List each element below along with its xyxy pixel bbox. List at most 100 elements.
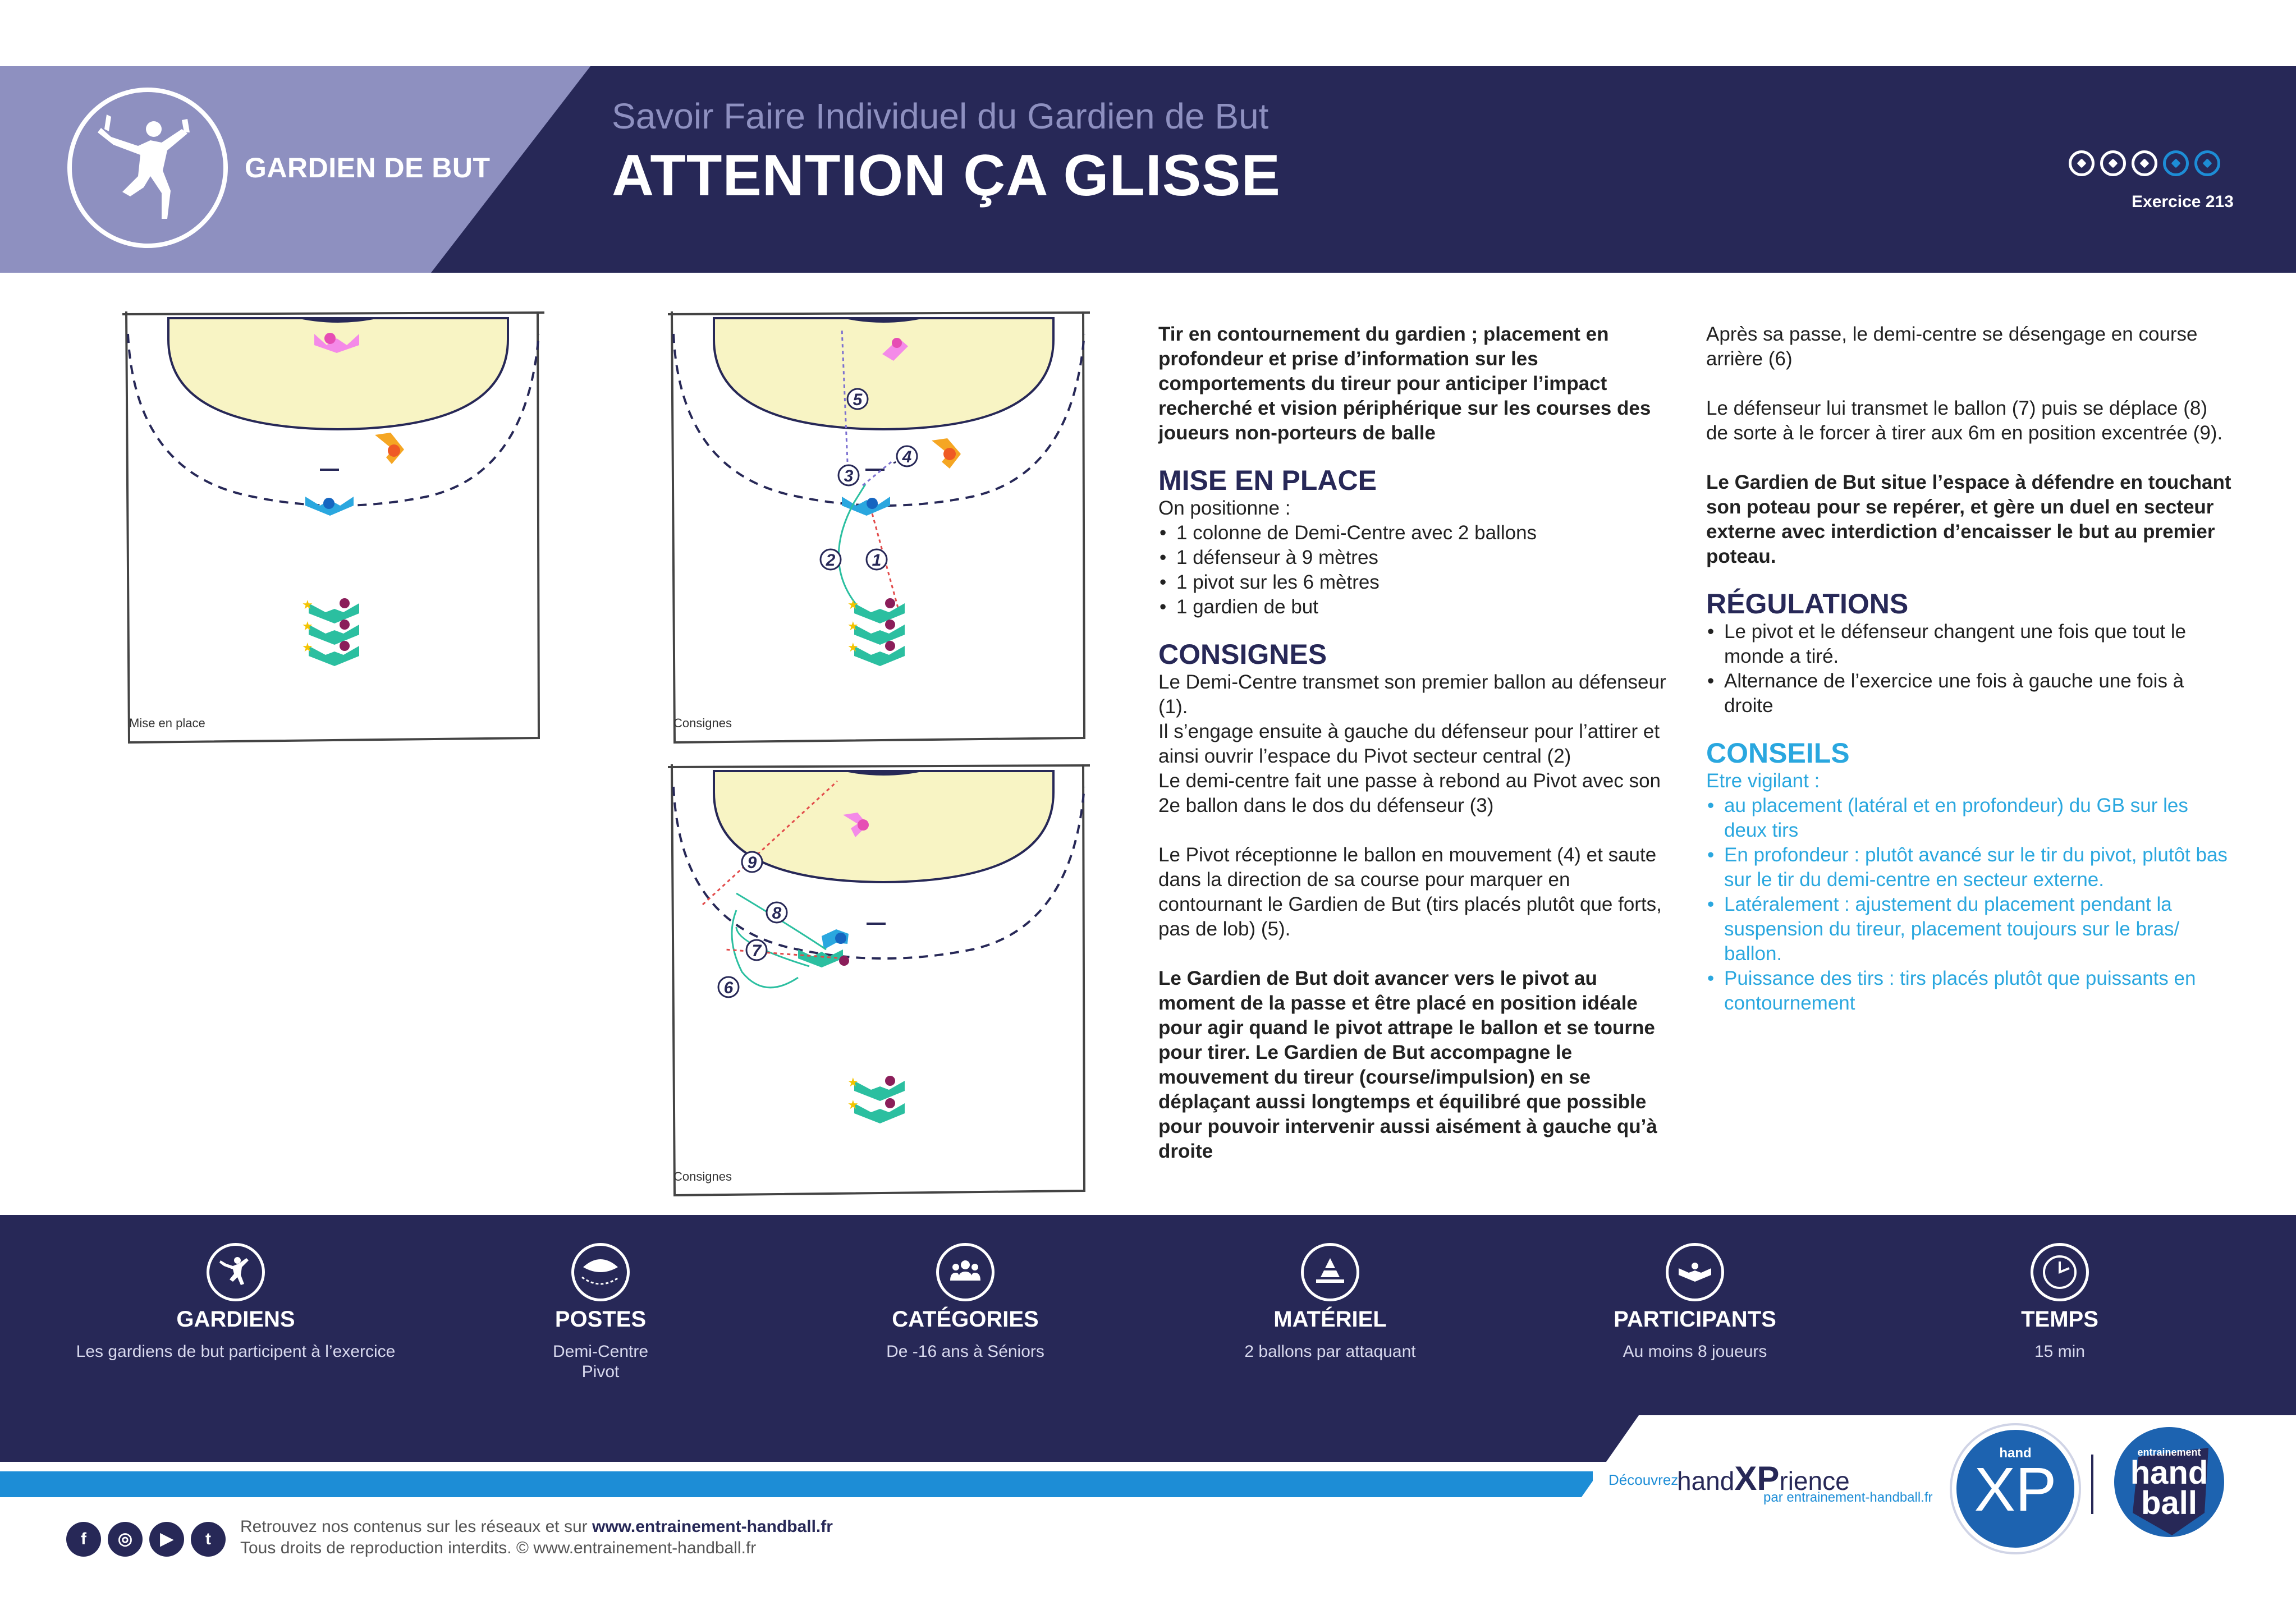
step-label: 3 (844, 467, 854, 485)
svg-text:★: ★ (847, 1075, 859, 1089)
intro-text: Tir en contournement du gardien ; placem… (1158, 323, 1651, 444)
exercise-number: Exercice 213 (2132, 192, 2234, 211)
info-text: 15 min (2034, 1342, 2086, 1361)
attacker-column: ★★★ (847, 598, 905, 666)
svg-text:★: ★ (847, 598, 859, 612)
diagram-label: Consignes (673, 716, 732, 730)
cone-icon (1301, 1243, 1359, 1301)
step-label: 6 (724, 979, 734, 997)
footer-text-part: Retrouvez nos contenus sur les réseaux e… (240, 1517, 592, 1536)
list-item: Alternance de l’exercice une fois à gauc… (1706, 669, 2234, 718)
pivot-marker (932, 438, 961, 469)
consignes-text: Il s’engage ensuite à gauche du défenseu… (1158, 721, 1660, 767)
conseils-title: CONSEILS (1706, 737, 1850, 769)
pivot-marker (375, 433, 404, 464)
header-banner: GARDIEN DE BUT Savoir Faire Individuel d… (0, 66, 2296, 273)
info-title: CATÉGORIES (892, 1307, 1039, 1332)
list-item: En profondeur : plutôt avancé sur le tir… (1706, 843, 2234, 892)
conseils-lead: Etre vigilant : (1706, 770, 1820, 792)
xp-badge-logo[interactable]: hand XP (1952, 1425, 2079, 1552)
step-label: 7 (752, 942, 762, 960)
entrainement-handball-logo[interactable]: entrainement hand ball (2110, 1423, 2228, 1541)
goalkeeper-marker (882, 338, 908, 361)
svg-text:★: ★ (847, 619, 859, 633)
brand-part: rience (1779, 1466, 1850, 1495)
attacker-column: ★★★ (302, 598, 359, 666)
brand-part: XP (1734, 1460, 1780, 1497)
level-ball-icon (2194, 150, 2220, 176)
clock-icon (2031, 1243, 2089, 1301)
mise-en-place-list: 1 colonne de Demi-Centre avec 2 ballons … (1158, 521, 1675, 620)
content-column-side: Après sa passe, le demi-centre se déseng… (1706, 322, 2234, 1016)
eh-mid: hand (2130, 1455, 2208, 1491)
handxp-logo[interactable]: handXPrience (1677, 1459, 1850, 1498)
list-item: au placement (latéral et en profondeur) … (1706, 793, 2234, 843)
consignes-text: Le demi-centre fait une passe à rebond a… (1158, 770, 1661, 816)
step-label: 4 (902, 448, 912, 466)
level-ball-icon (2100, 150, 2126, 176)
diagram-mise-en-place: ★★★ (122, 311, 545, 744)
accent-strip (0, 1471, 1593, 1497)
info-title: TEMPS (2021, 1307, 2098, 1332)
mise-en-place-title: MISE EN PLACE (1158, 465, 1377, 496)
promo-by: par entrainement-handball.fr (1763, 1490, 1933, 1505)
diagram-consignes-1: 1 2 3 4 5 ★★★ (667, 311, 1090, 744)
xp-badge-big: XP (1974, 1455, 2057, 1524)
consignes-text: Le Gardien de But situe l’espace à défen… (1706, 471, 2231, 567)
step-label: 5 (853, 391, 863, 409)
court-icon (571, 1243, 630, 1301)
goalkeeper-marker (843, 813, 869, 837)
website-link[interactable]: www.entrainement-handball.fr (592, 1517, 833, 1536)
category-label: GARDIEN DE BUT (245, 152, 491, 183)
defender-marker (305, 497, 354, 516)
consignes-text: Le Pivot réceptionne le ballon en mouvem… (1158, 844, 1662, 940)
twitter-icon[interactable]: t (191, 1522, 226, 1557)
page-subtitle: Savoir Faire Individuel du Gardien de Bu… (612, 96, 1269, 136)
regulations-title: RÉGULATIONS (1706, 588, 1909, 620)
list-item: 1 pivot sur les 6 mètres (1158, 570, 1675, 595)
list-item: Puissance des tirs : tirs placés plutôt … (1706, 966, 2234, 1016)
diagram-consignes-2: 6 7 8 9 ★★ (667, 764, 1090, 1197)
step-label: 2 (826, 551, 836, 570)
attacker-column: ★★ (847, 1075, 905, 1123)
divider (2091, 1455, 2093, 1514)
diagram-label: Mise en place (129, 716, 205, 730)
level-ball-icon (2163, 150, 2189, 176)
info-text: Au moins 8 joueurs (1623, 1342, 1767, 1361)
consignes-text: Le défenseur lui transmet le ballon (7) … (1706, 397, 2223, 444)
consignes-title: CONSIGNES (1158, 639, 1327, 670)
list-item: Le pivot et le défenseur changent une fo… (1706, 620, 2234, 669)
goalkeeper-icon (207, 1243, 265, 1301)
eh-bot: ball (2141, 1485, 2197, 1521)
mise-en-place-lead: On positionne : (1158, 497, 1291, 519)
demi-centre-marker (798, 949, 849, 967)
info-title: PARTICIPANTS (1614, 1307, 1776, 1332)
level-ball-icon (2132, 150, 2157, 176)
instagram-icon[interactable]: ◎ (108, 1522, 143, 1557)
info-title: GARDIENS (176, 1307, 295, 1332)
diagram-label: Consignes (673, 1169, 732, 1183)
youtube-icon[interactable]: ▶ (149, 1522, 184, 1557)
info-text: 2 ballons par attaquant (1244, 1342, 1416, 1361)
difficulty-level (2069, 150, 2220, 176)
svg-text:★: ★ (847, 1098, 859, 1112)
svg-text:★: ★ (302, 598, 313, 612)
consignes-text: Le Demi-Centre transmet son premier ball… (1158, 671, 1666, 718)
level-ball-icon (2069, 150, 2095, 176)
info-text: De -16 ans à Séniors (886, 1342, 1044, 1361)
content-column-main: Tir en contournement du gardien ; placem… (1158, 322, 1675, 1164)
step-label: 9 (748, 854, 757, 872)
list-item: 1 défenseur à 9 mètres (1158, 545, 1675, 570)
facebook-icon[interactable]: f (66, 1522, 101, 1557)
conseils-list: au placement (latéral et en profondeur) … (1706, 793, 2234, 1016)
list-item: 1 gardien de but (1158, 595, 1675, 620)
svg-text:★: ★ (302, 640, 313, 654)
defender-marker (842, 497, 890, 516)
eh-top: entrainement (2137, 1447, 2201, 1458)
regulations-list: Le pivot et le défenseur changent une fo… (1706, 620, 2234, 718)
group-icon (936, 1243, 995, 1301)
info-title: MATÉRIEL (1273, 1307, 1387, 1332)
promo-discover: Découvrez (1608, 1471, 1679, 1488)
defender-marker (822, 929, 849, 949)
copyright-text: Tous droits de reproduction interdits. ©… (240, 1539, 757, 1557)
